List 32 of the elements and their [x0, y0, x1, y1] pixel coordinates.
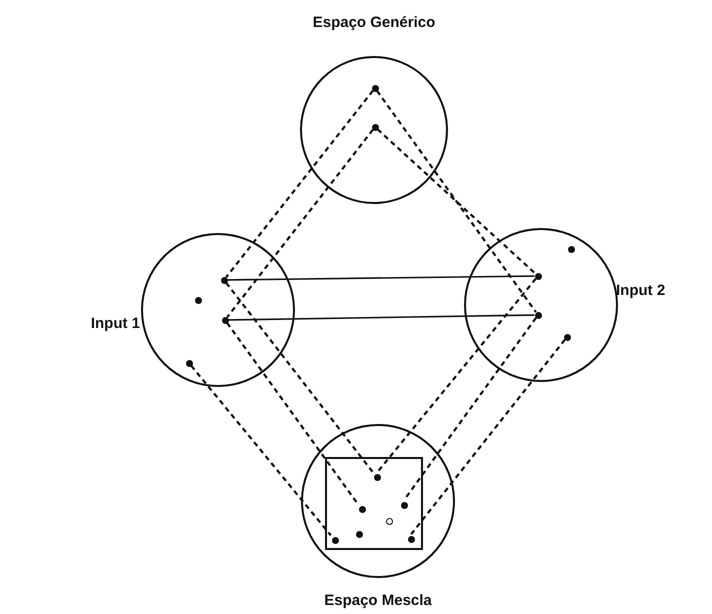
dashed-mapping-line: [376, 90, 537, 313]
dot: [358, 506, 366, 512]
dot: [356, 530, 362, 538]
square-frame: [325, 457, 423, 550]
dot: [222, 316, 228, 324]
dashed-mapping-line: [376, 278, 537, 473]
dashed-mapping-line: [225, 90, 374, 278]
dot: [332, 536, 338, 544]
hollow-dot: [386, 518, 392, 524]
dashed-mapping-line: [376, 128, 536, 274]
space-label: Input 1: [90, 314, 140, 332]
dot: [374, 474, 380, 480]
dot: [568, 246, 574, 252]
space-label: Espaço Mescla: [324, 592, 432, 608]
dot: [400, 502, 408, 508]
dashed-mapping-line: [225, 282, 374, 473]
mapping-line: [228, 275, 534, 281]
dot: [372, 124, 378, 130]
dot: [408, 536, 414, 542]
dot: [372, 84, 378, 92]
space-label: Input 2: [616, 282, 666, 298]
dot: [564, 334, 570, 340]
dot: [194, 296, 202, 304]
dashed-mapping-line: [226, 322, 359, 505]
dot: [534, 312, 542, 318]
dot: [220, 276, 228, 284]
space-label: Espaço Genérico: [312, 14, 436, 30]
dot: [186, 360, 192, 366]
dot: [534, 272, 542, 280]
mapping-line: [228, 314, 535, 321]
dashed-mapping-line: [226, 129, 374, 318]
dashed-mapping-line: [410, 339, 566, 535]
